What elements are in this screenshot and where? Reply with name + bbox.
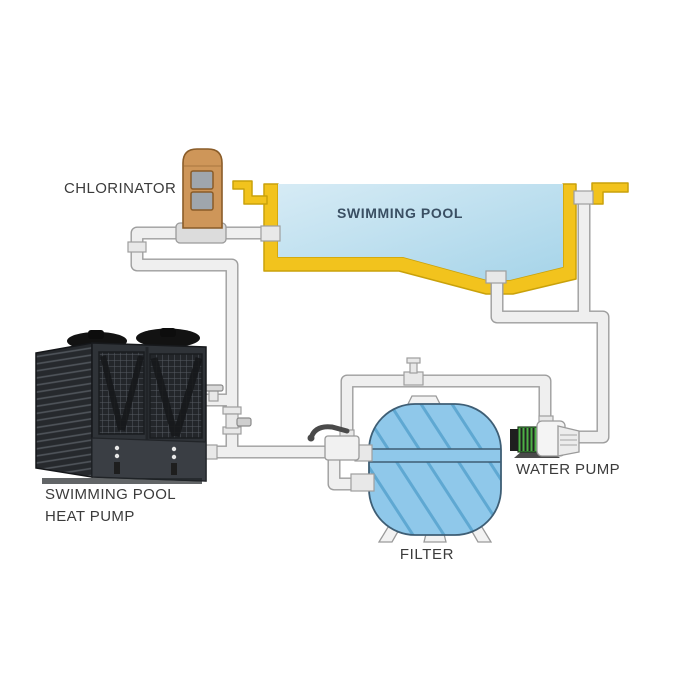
filter-band <box>369 449 501 462</box>
filter-lower-port <box>350 473 375 492</box>
coupling-left-jog <box>127 241 147 253</box>
bypass-valve-lever <box>236 417 252 427</box>
pump-strainer-cone <box>557 425 580 457</box>
heatpump-lower-panel <box>91 437 207 482</box>
water-pump <box>510 420 580 458</box>
heatpump-base <box>42 478 202 484</box>
heatpump-side-panel <box>35 342 93 478</box>
chlorinator-window-bottom <box>190 191 214 211</box>
stub-valve <box>203 384 224 402</box>
air-relief-valve <box>403 357 424 386</box>
filter-label: FILTER <box>399 546 455 563</box>
fan-unit-right <box>136 328 200 348</box>
pump-motor-cap <box>510 429 518 451</box>
heat-pump <box>35 328 207 484</box>
pool-water <box>278 184 563 280</box>
heat-pump-label-line2: HEAT PUMP <box>45 508 135 525</box>
filter-top-handle <box>406 395 442 405</box>
multiport-valve <box>307 424 360 461</box>
return-nozzle <box>260 225 281 242</box>
bypass-valve <box>222 406 252 435</box>
chlorinator-window-top <box>190 170 214 190</box>
pool-right-deck-step <box>591 182 629 205</box>
stub-valve-handle <box>203 384 224 392</box>
heat-pump-label: SWIMMING POOL HEAT PUMP <box>45 484 176 528</box>
heat-pump-label-line1: SWIMMING POOL <box>45 486 177 503</box>
chlorinator-label: CHLORINATOR <box>64 180 177 197</box>
swimming-pool <box>232 180 629 295</box>
multiport-valve-body <box>324 435 360 461</box>
filter <box>350 395 502 543</box>
skimmer-fitting <box>573 190 594 205</box>
pool-left-gutter-step <box>232 180 268 205</box>
water-pump-label: WATER PUMP <box>516 461 620 478</box>
drain-flange <box>485 270 507 284</box>
swimming-pool-label: SWIMMING POOL <box>336 205 463 221</box>
chlorinator <box>175 148 227 244</box>
